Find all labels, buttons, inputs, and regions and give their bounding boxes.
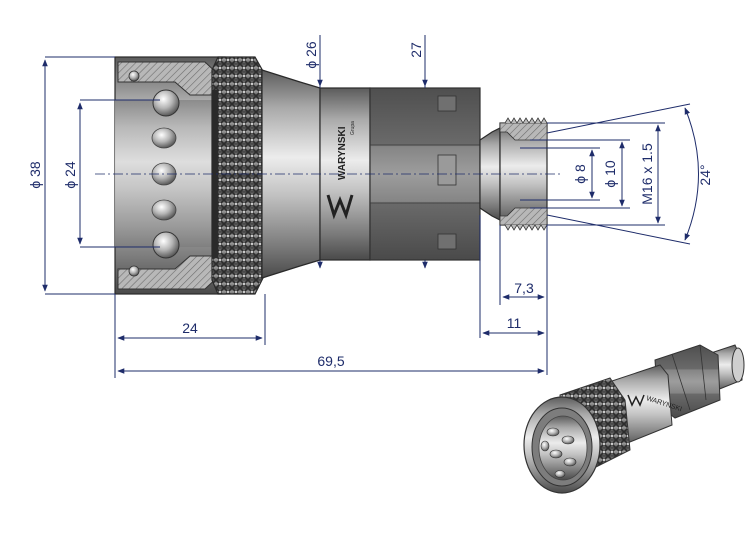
coupler-iso-view: WARYNSKI: [523, 344, 745, 494]
dim-diameter-38: ϕ 38: [27, 161, 43, 189]
coupler-side-view: WARYNSKI Grupa: [114, 56, 548, 295]
dim-length-69-5: 69,5: [317, 353, 344, 369]
lock-ball-bottom: [152, 231, 180, 259]
knurled-sleeve: [211, 56, 269, 295]
dimensions: ϕ 38 ϕ 24 ϕ 26 27 ϕ 8 ϕ 10 M16 x 1.5: [27, 35, 713, 378]
section-top: [117, 61, 223, 96]
dim-length-7-3: 7,3: [514, 280, 534, 296]
dim-length-24: 24: [182, 320, 198, 336]
dim-diameter-26: ϕ 26: [303, 41, 319, 69]
dim-diameter-10: ϕ 10: [602, 160, 618, 188]
dim-length-11: 11: [507, 315, 522, 331]
brand-logo: [326, 194, 354, 220]
dim-diameter-8: ϕ 8: [572, 164, 588, 184]
section-bottom: [117, 255, 223, 290]
brand-subtext: Grupa: [350, 121, 356, 135]
lock-ball-top: [152, 89, 180, 117]
dim-width-27: 27: [408, 42, 424, 58]
dim-thread: M16 x 1.5: [639, 143, 655, 205]
dim-angle: 24°: [697, 164, 713, 185]
dim-diameter-24: ϕ 24: [62, 161, 78, 189]
brand-text: WARYNSKI: [337, 126, 348, 180]
